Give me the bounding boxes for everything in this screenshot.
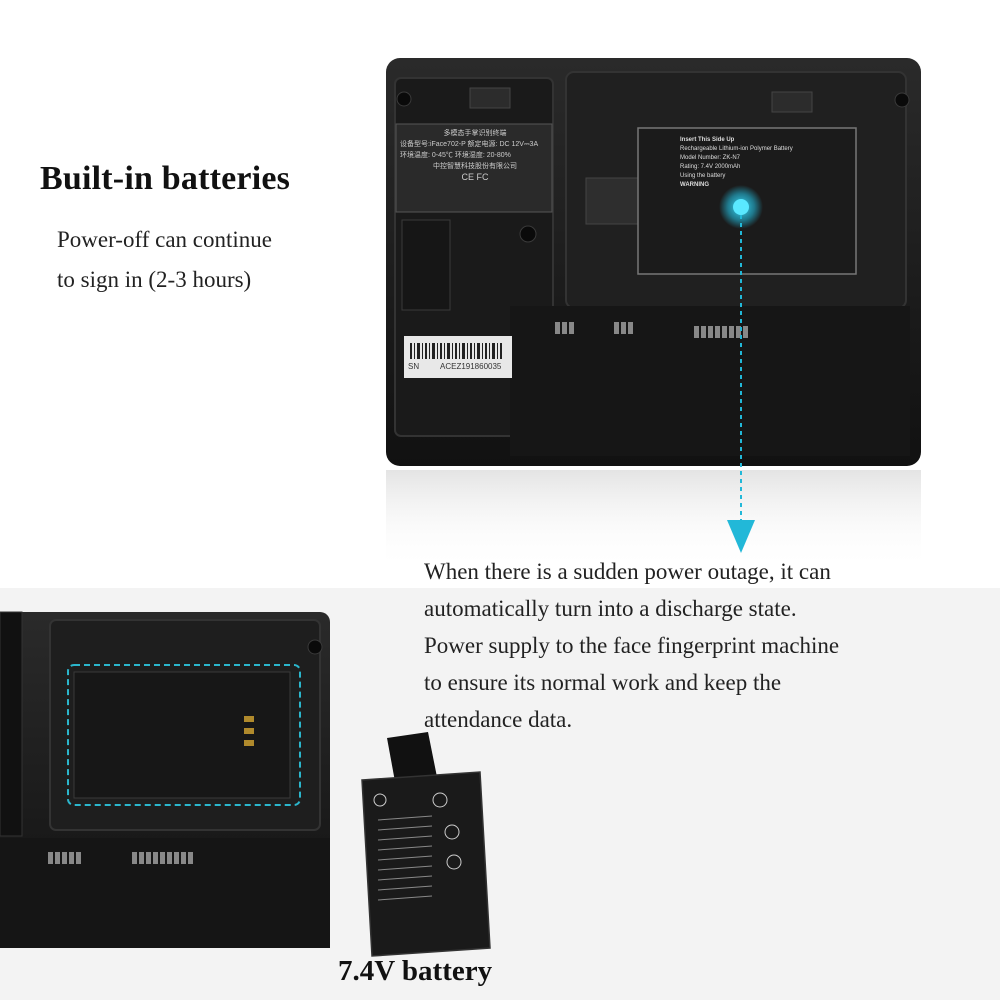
- description-line: to ensure its normal work and keep the: [424, 670, 782, 695]
- description-line: When there is a sudden power outage, it …: [424, 559, 831, 584]
- spec-line-1: 多模态手掌识别终端: [443, 130, 507, 137]
- description-line: Power supply to the face fingerprint mac…: [424, 633, 840, 658]
- cert-marks: CE FC: [461, 172, 489, 182]
- device-spec-label: 多模态手掌识别终端 设备型号:iFace702-P 额定电源: DC 12V⎓3…: [400, 128, 550, 183]
- subheading-line: to sign in (2-3 hours): [57, 267, 252, 292]
- battery-sticker-title: Insert This Side Up: [680, 137, 735, 143]
- battery-label: 7.4V battery: [338, 955, 493, 987]
- description-line: attendance data.: [424, 707, 573, 732]
- heading: Built-in batteries: [40, 160, 291, 197]
- spec-line-4: 中控智慧科技股份有限公司: [433, 163, 517, 170]
- spec-line-2: 设备型号:iFace702-P 额定电源: DC 12V⎓3A: [400, 141, 539, 148]
- description: When there is a sudden power outage, it …: [424, 553, 984, 738]
- battery-image: [361, 732, 491, 957]
- battery-sticker-line: WARNING: [680, 182, 709, 188]
- device-back-top: [386, 58, 921, 570]
- battery-sticker-line: Rechargeable Lithium-ion Polymer Battery: [680, 146, 793, 152]
- battery-sticker: Insert This Side Up Rechargeable Lithium…: [680, 136, 850, 190]
- serial-prefix: SN: [408, 362, 420, 371]
- battery-sticker-line: Using the battery: [680, 173, 726, 179]
- device-closeup-bottom: [0, 611, 330, 948]
- battery-sticker-line: Rating: 7.4V 2000mAh: [680, 164, 741, 170]
- description-line: automatically turn into a discharge stat…: [424, 596, 797, 621]
- serial-number: ACEZ191860035: [440, 362, 502, 371]
- spec-line-3: 环境温度: 0-45℃ 环境湿度: 20-80%: [400, 152, 511, 159]
- battery-sticker-line: Model Number: ZK-N7: [680, 155, 741, 161]
- subheading-line: Power-off can continue: [57, 227, 272, 252]
- pointer-arrow: [719, 185, 763, 553]
- subheading: Power-off can continue to sign in (2-3 h…: [57, 220, 387, 300]
